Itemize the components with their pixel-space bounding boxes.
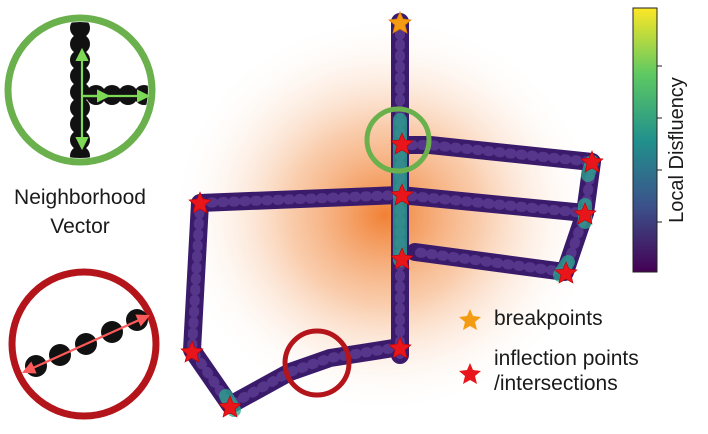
legend-breakpoint-star (459, 309, 481, 330)
legend-breakpoints: breakpoints (494, 306, 603, 331)
colorbar (632, 7, 662, 273)
star-10 (218, 395, 242, 418)
green-highlight-circle (364, 106, 432, 174)
star-8 (188, 191, 212, 214)
neighborhood-label-line1: Neighborhood (14, 186, 146, 209)
star-4 (388, 336, 412, 359)
star-1 (390, 132, 414, 155)
legend-inflection-star (459, 363, 481, 384)
inflection-stars (180, 132, 604, 418)
star-2 (390, 183, 414, 206)
neighborhood-label-line2: Vector (50, 215, 110, 239)
legend-inflection-line2: /intersections (494, 372, 618, 396)
red-zoom-inset (8, 268, 160, 420)
red-highlight-circle (282, 328, 352, 398)
colorbar-label: Local Disfluency (666, 77, 688, 223)
legend-breakpoints-text: breakpoints (494, 307, 603, 330)
legend-inflection: inflection points /intersections (494, 346, 639, 396)
star-7 (554, 261, 578, 284)
disfluency-glow (170, 15, 600, 415)
green-zoom-inset (4, 14, 156, 166)
star-9 (180, 340, 204, 363)
star-3 (390, 247, 414, 270)
legend-inflection-line1: inflection points (494, 347, 639, 370)
breakpoint-star (388, 10, 412, 34)
star-6 (573, 202, 597, 225)
neighborhood-vector-label: Neighborhood Vector (0, 185, 160, 239)
star-5 (580, 150, 604, 173)
